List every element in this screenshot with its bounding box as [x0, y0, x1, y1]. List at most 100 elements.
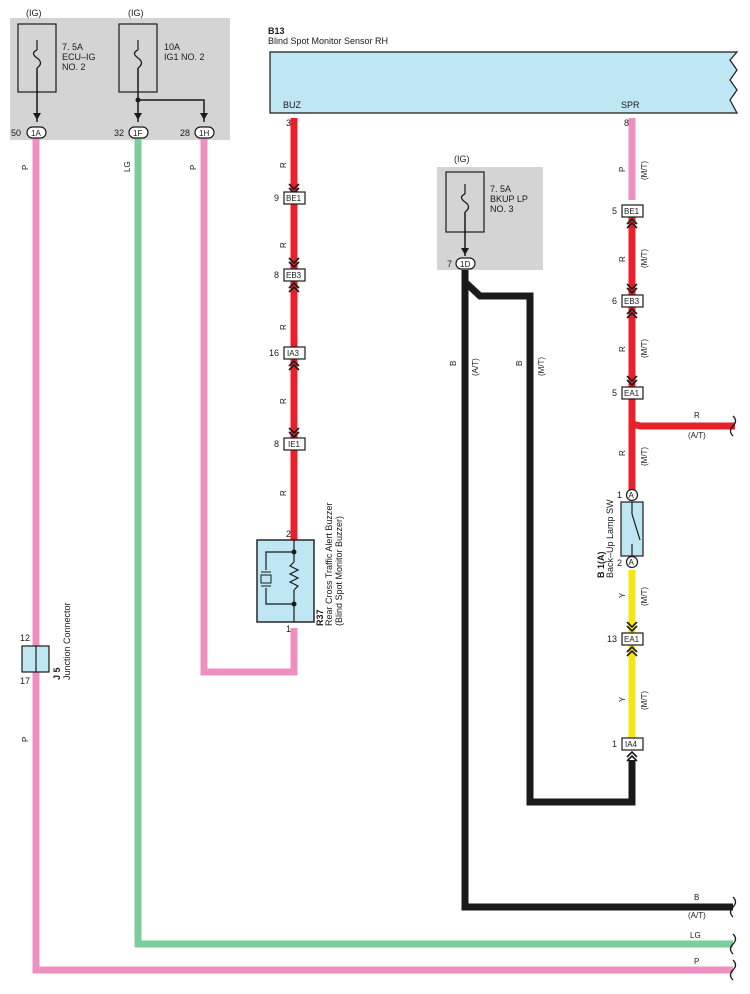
connector-1d: 1D 7 [447, 257, 476, 270]
svg-text:IA3: IA3 [287, 349, 300, 358]
svg-text:(M/T): (M/T) [640, 249, 649, 268]
svg-text:6: 6 [612, 296, 617, 306]
junction-code: J 5 [52, 667, 62, 680]
buzzer-sub: (Blind Spot Monitor Buzzer) [334, 516, 344, 626]
svg-text:EB3: EB3 [286, 271, 302, 280]
connector-be1-spr: BE1 5 [612, 204, 644, 229]
svg-text:(IG): (IG) [26, 8, 42, 18]
svg-text:7. 5A: 7. 5A [62, 42, 83, 52]
svg-text:Y: Y [618, 592, 627, 598]
svg-text:EB3: EB3 [624, 297, 640, 306]
wire-ends [729, 415, 737, 981]
svg-text:(A/T): (A/T) [471, 358, 480, 376]
svg-text:17: 17 [20, 676, 30, 686]
svg-text:50: 50 [11, 128, 21, 138]
svg-text:BE1: BE1 [624, 207, 640, 216]
svg-text:(M/T): (M/T) [640, 339, 649, 358]
svg-text:R: R [694, 411, 700, 420]
svg-text:12: 12 [20, 633, 30, 643]
svg-text:1: 1 [286, 624, 291, 634]
svg-text:7: 7 [447, 259, 452, 269]
svg-text:2: 2 [617, 558, 622, 568]
connector-ia3: IA3 16 [269, 346, 306, 371]
connector-be1-buz: BE1 9 [274, 183, 306, 205]
svg-text:R: R [279, 324, 288, 330]
connector-1f: 1F 32 [114, 126, 149, 139]
svg-text:B: B [515, 361, 524, 366]
svg-text:R: R [279, 242, 288, 248]
svg-text:13: 13 [607, 634, 617, 644]
svg-text:5: 5 [612, 388, 617, 398]
buzzer-code: R37 [315, 609, 325, 626]
svg-text:P: P [21, 737, 30, 742]
connector-1a: 1A 50 [11, 126, 47, 139]
svg-text:16: 16 [269, 348, 279, 358]
svg-text:P: P [618, 167, 627, 172]
svg-text:P: P [21, 165, 30, 170]
junction-j5: 12 17 [20, 633, 50, 686]
svg-text:BKUP LP: BKUP LP [490, 194, 528, 204]
svg-text:(M/T): (M/T) [640, 691, 649, 710]
sensor-code: B13 [268, 26, 285, 36]
svg-text:9: 9 [274, 193, 279, 203]
wire-r-branch [628, 410, 735, 430]
svg-text:ECU–IG: ECU–IG [62, 52, 96, 62]
wire-p-buzzer [200, 138, 298, 676]
switch-b1: A A 1 2 [617, 488, 644, 569]
svg-text:P: P [694, 957, 699, 966]
buzzer-r37: 2 1 [256, 529, 315, 634]
svg-text:R: R [618, 256, 627, 262]
svg-text:1: 1 [612, 739, 617, 749]
svg-text:R: R [618, 450, 627, 456]
svg-text:R: R [618, 346, 627, 352]
svg-text:LG: LG [123, 161, 132, 172]
junction-name: Junction Connector [62, 602, 72, 680]
sensor-pin-buz: BUZ [283, 100, 302, 110]
svg-text:28: 28 [180, 128, 190, 138]
svg-text:IE1: IE1 [288, 440, 301, 449]
svg-text:EA1: EA1 [624, 389, 640, 398]
svg-text:5: 5 [612, 206, 617, 216]
svg-text:P: P [189, 165, 198, 170]
wire-lg-main [134, 138, 733, 948]
svg-text:2: 2 [286, 529, 291, 539]
svg-text:A: A [629, 491, 635, 500]
svg-text:1H: 1H [199, 129, 209, 138]
svg-text:(IG): (IG) [454, 154, 470, 164]
connector-ea1-lower: EA1 13 [607, 621, 644, 657]
connector-eb3-buz: EB3 8 [274, 257, 306, 293]
svg-text:1A: 1A [31, 129, 41, 138]
svg-text:(A/T): (A/T) [688, 911, 706, 920]
fuse-block-right [437, 167, 543, 270]
svg-text:10A: 10A [164, 42, 180, 52]
svg-text:B: B [449, 361, 458, 366]
svg-text:EA1: EA1 [624, 635, 640, 644]
wire-labels: P P LG P R R R R R B (A/T) B (M/T) P (M/… [21, 161, 706, 966]
svg-text:1D: 1D [460, 260, 470, 269]
svg-text:Y: Y [618, 696, 627, 702]
svg-text:32: 32 [114, 128, 124, 138]
svg-text:IG1 NO. 2: IG1 NO. 2 [164, 52, 205, 62]
svg-text:NO. 3: NO. 3 [490, 204, 514, 214]
buzzer-name: Rear Cross Traffic Alert Buzzer [324, 503, 334, 626]
svg-text:1: 1 [617, 490, 622, 500]
svg-text:LG: LG [690, 931, 701, 940]
svg-text:(A/T): (A/T) [688, 431, 706, 440]
sensor-box [269, 51, 739, 114]
svg-text:R: R [279, 398, 288, 404]
wire-b-at [461, 270, 733, 911]
fuse-block-left [10, 18, 230, 140]
wire-p-main [32, 138, 733, 974]
sensor-pin-spr-no: 8 [624, 118, 629, 128]
connector-1h: 1H 28 [180, 126, 215, 139]
connector-eb3-spr: EB3 6 [612, 283, 644, 319]
svg-text:IA4: IA4 [625, 740, 638, 749]
connector-ea1-upper: EA1 5 [612, 375, 644, 400]
wire-b-mt [462, 279, 636, 806]
svg-text:8: 8 [274, 439, 279, 449]
sensor-pin-spr: SPR [621, 100, 640, 110]
connector-ie1: IE1 8 [274, 427, 306, 451]
switch-name: Back–Up Lamp SW [605, 499, 615, 578]
svg-text:(M/T): (M/T) [640, 161, 649, 180]
